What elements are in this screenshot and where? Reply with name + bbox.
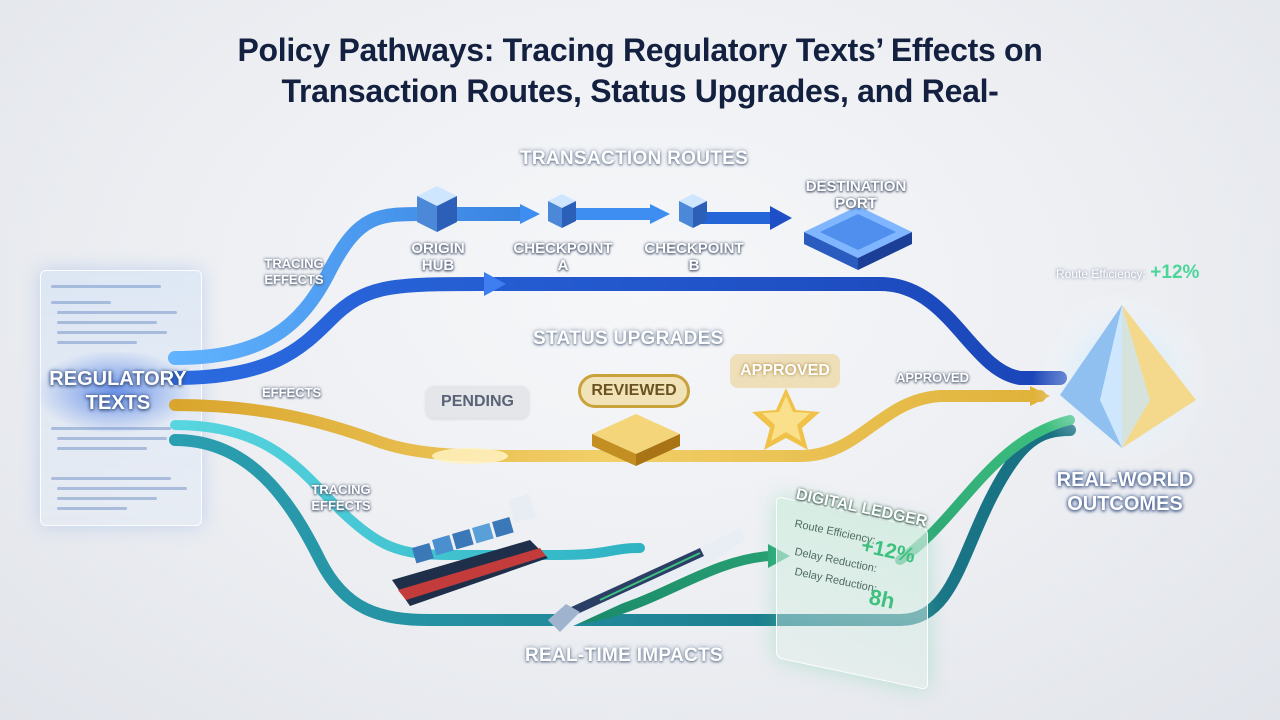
section-real-time-impacts: REAL-TIME IMPACTS [525, 645, 723, 666]
title-line-1: Policy Pathways: Tracing Regulatory Text… [237, 32, 1043, 68]
route-efficiency-key: Route Efficiency: [1056, 267, 1146, 281]
high-speed-train-icon [548, 528, 746, 632]
destination-port-label: DESTINATION PORT [805, 178, 907, 212]
checkpoint-a-label: CHECKPOINT A [513, 240, 613, 274]
status-reviewed-chip: REVIEWED [578, 374, 690, 408]
ledger-row-3-value: 8h [866, 584, 898, 614]
regulatory-texts-label: REGULATORY TEXTS [49, 368, 187, 414]
approved-star-icon [752, 388, 820, 450]
checkpoint-b-label: CHECKPOINT B [644, 240, 744, 274]
document-glow [40, 352, 190, 432]
status-pending-chip: PENDING [426, 386, 529, 418]
outcome-crystal-icon [1060, 305, 1196, 448]
impact-path-cyan [170, 420, 645, 560]
arrow-a-b [650, 204, 670, 224]
route-efficiency-value: +12% [1150, 262, 1200, 283]
section-transaction-routes: TRANSACTION ROUTES [520, 148, 749, 169]
section-status-upgrades: STATUS UPGRADES [533, 328, 724, 349]
arrow-lower-route [484, 272, 506, 296]
cargo-ship-icon [392, 493, 548, 606]
page-title: Policy Pathways: Tracing Regulatory Text… [0, 30, 1280, 112]
approved-path-label: APPROVED [896, 370, 969, 385]
impact-path-teal [169, 424, 1076, 626]
status-path-glow [432, 448, 508, 464]
checkpoint-b-cube [679, 194, 707, 228]
reviewed-gold-block [592, 414, 680, 466]
route-path-upper [168, 206, 527, 365]
status-approved-chip: APPROVED [730, 354, 840, 388]
destination-port-platform [804, 206, 912, 270]
tracing-effects-label-top: TRACING EFFECTS [264, 256, 324, 287]
route-path-lower [168, 277, 1067, 385]
arrow-origin-a [520, 204, 540, 224]
checkpoint-a-cube [548, 194, 576, 228]
effects-label: EFFECTS [262, 385, 322, 400]
real-world-outcomes-label: REAL-WORLD OUTCOMES [1056, 469, 1194, 515]
origin-hub-label: ORIGIN HUB [411, 240, 465, 274]
arrow-b-dest [770, 206, 792, 230]
origin-hub-cube [417, 186, 457, 232]
title-line-2: Transaction Routes, Status Upgrades, and… [281, 73, 999, 109]
tracing-effects-label-bottom: TRACING EFFECTS [311, 482, 371, 513]
route-efficiency-metric: Route Efficiency: +12% [1056, 262, 1199, 284]
